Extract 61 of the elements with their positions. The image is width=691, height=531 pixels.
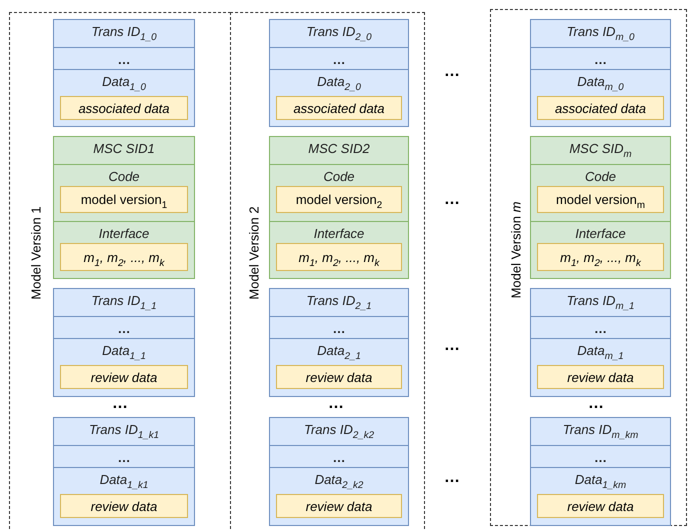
data-field: model version$_{2}$ — [276, 186, 402, 213]
msc-block — [53, 136, 195, 279]
msc-sid-header: MSC SID$_{m}$ — [568, 140, 633, 162]
msc-sid-header: MSC SID2 — [307, 140, 371, 158]
trans-id-header: Trans ID$_{1_0}$ — [90, 23, 158, 45]
ellipsis-row: … — [270, 444, 408, 466]
trans-id-header: Trans ID$_{m_1}$ — [566, 292, 636, 314]
ellipsis: … — [328, 396, 345, 412]
data-field: review data — [276, 365, 402, 389]
trans-id-header: Trans ID$_{m_km}$ — [562, 421, 640, 443]
trans-id-header: Trans ID$_{m_0}$ — [566, 23, 636, 45]
ellipsis: … — [444, 192, 461, 208]
data-field: review data — [60, 494, 188, 518]
transaction-block — [53, 417, 195, 526]
data-field: review data — [60, 365, 188, 389]
ellipsis: … — [444, 470, 461, 486]
ellipsis: … — [112, 396, 129, 412]
data-field: review data — [276, 494, 402, 518]
trans-id-header: Trans ID$_{2_0}$ — [305, 23, 373, 45]
transaction-block — [269, 417, 409, 526]
trans-id-header: Trans ID$_{2_k2}$ — [302, 421, 376, 443]
data-field: model version$_{m}$ — [537, 186, 664, 213]
data-field: m$_{1}$, m$_{2}$, ..., m$_{k}$ — [537, 243, 664, 271]
group-title: Model Version 1 — [28, 206, 44, 300]
group-title: Model Version 2 — [246, 206, 262, 300]
trans-id-header: Trans ID$_{2_1}$ — [305, 292, 373, 314]
transaction-block — [269, 19, 409, 127]
data-field: associated data — [537, 96, 664, 120]
ellipsis-row: … — [54, 316, 194, 338]
ellipsis-row: … — [270, 316, 408, 338]
data-field: m$_{1}$, m$_{2}$, ..., m$_{k}$ — [60, 243, 188, 271]
dashed-group-frame — [230, 12, 425, 531]
transaction-block — [530, 19, 671, 127]
transaction-block — [53, 288, 195, 397]
ellipsis-row: … — [54, 444, 194, 466]
msc-block — [530, 136, 671, 279]
ellipsis: … — [444, 64, 461, 80]
transaction-block — [530, 288, 671, 397]
data-field: associated data — [60, 96, 188, 120]
data-field: review data — [537, 494, 664, 518]
ellipsis-row: … — [270, 46, 408, 68]
msc-block — [269, 136, 409, 279]
data-field: associated data — [276, 96, 402, 120]
ellipsis: … — [588, 396, 605, 412]
trans-id-header: Trans ID$_{1_k1}$ — [88, 421, 160, 443]
ellipsis-row: … — [531, 316, 670, 338]
ellipsis-row: … — [531, 46, 670, 68]
data-field: review data — [537, 365, 664, 389]
data-field: model version$_{1}$ — [60, 186, 188, 213]
ellipsis-row: … — [531, 444, 670, 466]
ellipsis: … — [444, 338, 461, 354]
data-field: m$_{1}$, m$_{2}$, ..., m$_{k}$ — [276, 243, 402, 271]
transaction-block — [53, 19, 195, 127]
group-title: Model Version m — [508, 202, 524, 298]
transaction-block — [530, 417, 671, 526]
ellipsis-row: … — [54, 46, 194, 68]
msc-sid-header: MSC SID1 — [92, 140, 156, 158]
transaction-block — [269, 288, 409, 397]
dashed-group-frame — [490, 9, 687, 526]
trans-id-header: Trans ID$_{1_1}$ — [90, 292, 158, 314]
dashed-group-frame — [9, 12, 231, 531]
